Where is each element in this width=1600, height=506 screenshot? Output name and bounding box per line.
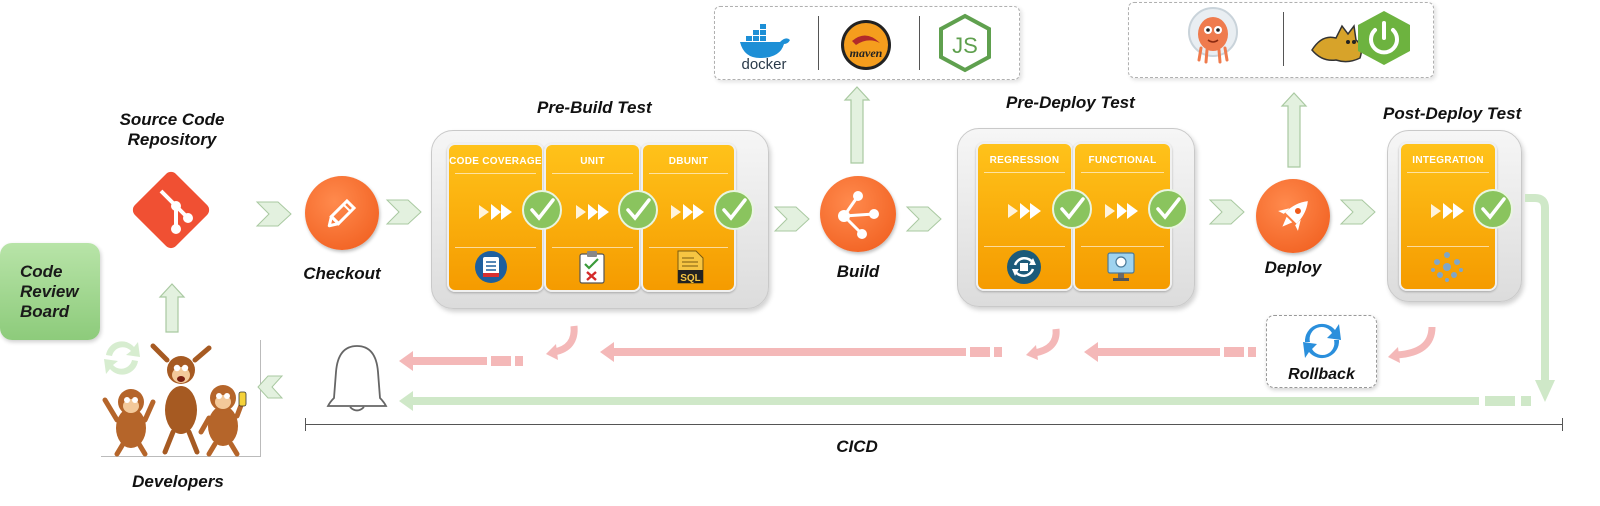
check-badge-icon xyxy=(1052,189,1092,229)
deploy-circle xyxy=(1256,179,1330,253)
right-arrow-icon xyxy=(671,204,704,220)
svg-text:SQL: SQL xyxy=(680,273,701,284)
right-arrow-icon xyxy=(479,204,512,220)
functional-header: FUNCTIONAL xyxy=(1088,155,1157,166)
rocket-icon xyxy=(1278,201,1308,231)
regression-header: REGRESSION xyxy=(989,155,1060,166)
post-deploy-test-title: Post-Deploy Test xyxy=(1383,104,1522,123)
developers-up-arrow xyxy=(158,283,186,333)
dbunit-header: DBUNIT xyxy=(668,156,709,167)
maven-icon: maven xyxy=(841,20,891,70)
fail-arrow-rollback-to-predeploy xyxy=(1084,342,1256,362)
right-arrow-icon xyxy=(1008,203,1041,219)
docker-icon: docker xyxy=(740,24,790,73)
monkeys-icon xyxy=(102,343,247,457)
code-coverage-icon xyxy=(475,251,507,283)
docker-label: docker xyxy=(741,56,786,73)
right-arrow-icon xyxy=(576,204,609,220)
functional-test-icon xyxy=(1107,252,1135,281)
cicd-span-line xyxy=(305,424,1563,425)
code-coverage-header: CODE COVERAGE xyxy=(449,156,542,167)
fail-arrow-to-notify xyxy=(399,351,523,371)
developers-title: Developers xyxy=(132,472,224,491)
sql-file-icon: SQL xyxy=(677,250,704,284)
recycle-arrows-icon xyxy=(104,341,140,375)
deploy-up-arrow xyxy=(1280,92,1308,168)
git-icon xyxy=(132,171,210,249)
nodejs-icon: JS xyxy=(939,13,991,73)
unit-header: UNIT xyxy=(580,156,605,167)
right-arrow-icon xyxy=(1431,203,1464,219)
build-up-arrow xyxy=(843,86,871,164)
tomcat-icon xyxy=(1311,24,1363,63)
deploy-title: Deploy xyxy=(1264,258,1322,277)
build-circle xyxy=(820,176,896,252)
fail-arrow-predeploy-to-prebuild xyxy=(600,342,1002,362)
regression-cycle-icon xyxy=(1007,250,1041,284)
pre-deploy-test-title: Pre-Deploy Test xyxy=(1006,93,1135,112)
build-network-icon xyxy=(838,191,879,239)
unit-test-clipboard-icon xyxy=(579,251,605,284)
postdeploy-fail-curved-arrow xyxy=(1388,326,1436,363)
pre-build-test-title: Pre-Build Test xyxy=(537,98,652,117)
checkout-circle xyxy=(305,176,379,250)
success-return-arrow xyxy=(1525,194,1555,402)
integration-network-icon xyxy=(1431,252,1463,282)
code-review-board-label: Code Review Board xyxy=(20,262,79,321)
bell-icon xyxy=(326,345,388,412)
build-title: Build xyxy=(836,262,880,281)
developers-illustration xyxy=(101,340,261,457)
nodejs-label: JS xyxy=(952,33,978,58)
chevron-prebuild-to-build xyxy=(773,206,810,232)
success-arrow-to-notify xyxy=(399,391,1531,411)
predeploy-fail-curved-arrow xyxy=(1026,328,1060,360)
check-badge-icon xyxy=(1473,189,1513,229)
check-badge-icon xyxy=(522,190,562,230)
check-badge-icon xyxy=(714,190,754,230)
argocd-icon xyxy=(1188,7,1238,64)
feedback-to-developers-chevron xyxy=(257,375,284,399)
chevron-predeploy-to-deploy xyxy=(1208,199,1245,225)
check-badge-icon xyxy=(618,190,658,230)
rollback-box: Rollback xyxy=(1266,315,1377,388)
code-review-board: Code Review Board xyxy=(0,243,100,340)
chevron-repo-to-checkout xyxy=(255,201,292,227)
source-code-repository-title: Source Code Repository xyxy=(119,110,225,149)
chevron-deploy-to-postdeploy xyxy=(1339,199,1376,225)
rollback-sync-icon xyxy=(1303,323,1341,359)
regression-column: REGRESSION xyxy=(976,142,1073,291)
check-badge-icon xyxy=(1148,189,1188,229)
cicd-title: CICD xyxy=(836,437,878,456)
rollback-title: Rollback xyxy=(1288,366,1355,383)
prebuild-fail-curved-arrow xyxy=(546,325,578,360)
maven-label: maven xyxy=(850,46,883,60)
chevron-checkout-to-prebuild xyxy=(385,199,422,225)
integration-header: INTEGRATION xyxy=(1412,155,1484,166)
checkout-title: Checkout xyxy=(303,264,381,283)
spring-boot-icon xyxy=(1358,11,1410,65)
right-arrow-icon xyxy=(1105,203,1138,219)
chevron-build-to-predeploy xyxy=(905,206,942,232)
pencil-icon xyxy=(327,198,357,228)
